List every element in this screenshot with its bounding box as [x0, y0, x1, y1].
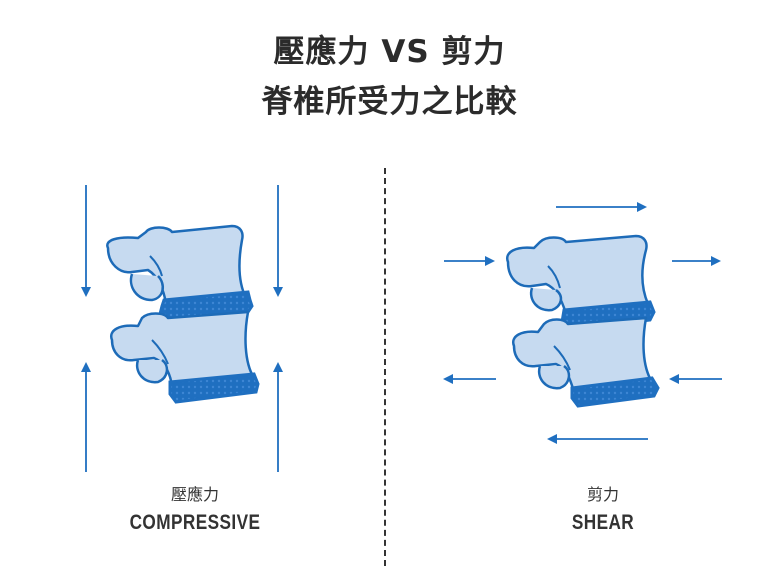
shear-label-zh: 剪力 [586, 485, 619, 504]
compressive-caption: 壓應力 COMPRESSIVE [95, 481, 295, 535]
shear-caption: 剪力 SHEAR [503, 481, 703, 535]
shear-lower-vertebra [511, 316, 654, 394]
lower-vertebra [110, 310, 256, 388]
compressive-panel [81, 185, 283, 472]
shear-label-en: SHEAR [571, 511, 635, 534]
shear-upper-vertebra [506, 234, 650, 316]
panel-divider [384, 168, 386, 566]
shear-lower-disc [570, 376, 660, 408]
compressive-label-zh: 壓應力 [170, 485, 219, 504]
title-line-2: 脊椎所受力之比較 [261, 84, 518, 120]
title-line-1: 壓應力 VS 剪力 [273, 34, 506, 70]
lower-disc [168, 372, 260, 404]
shear-panel [443, 202, 722, 444]
compressive-label-en: COMPRESSIVE [129, 511, 261, 534]
upper-vertebra [106, 224, 248, 306]
